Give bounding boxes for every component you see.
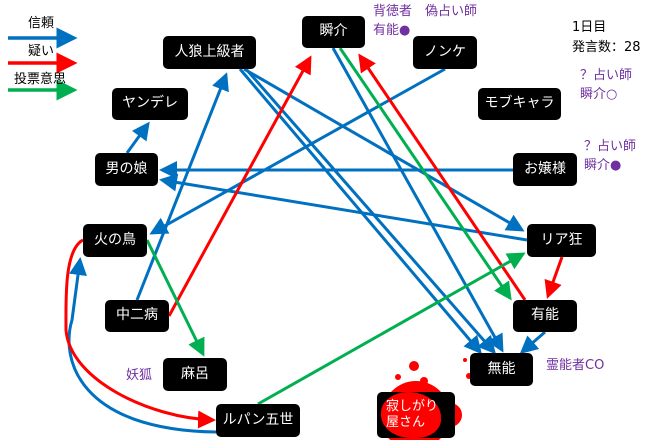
legend-doubt-label: 疑い (28, 44, 55, 59)
node-label: 有能 (531, 307, 559, 324)
node-label: モブキャラ (484, 95, 555, 112)
node-label: 瞬介 (319, 23, 348, 40)
vote-edge-hinotori-to-maro (145, 239, 205, 357)
node-chuni: 中二病 (105, 300, 169, 332)
node-otokonoko: 男の娘 (95, 153, 158, 186)
doubt-edge-yuno-to-shunsuke (358, 53, 527, 301)
maro-role: 妖狐 (126, 368, 153, 383)
ojousama-role: ？占い師 (584, 139, 637, 154)
trust-edge-jinro-to-muno (238, 68, 482, 355)
node-label: 麻呂 (181, 365, 209, 382)
vote-edge-lupin-to-riakyo (257, 252, 526, 406)
node-jinro: 人狼上級者 (163, 36, 256, 69)
blood-splatter (463, 358, 467, 362)
trust-edge-yuno-to-muno (519, 330, 546, 354)
legend-trust-label: 信頼 (28, 16, 55, 31)
trust-edge-shunsuke-to-muno (331, 47, 504, 353)
trust-edge-jinro-to-muno (244, 68, 496, 355)
ojousama-result: 瞬介● (584, 158, 622, 173)
day-info: 1日目 発言数：28 (572, 18, 641, 58)
node-label: ルパン五世 (222, 411, 294, 428)
trust-edge-riakyo-to-otokonoko (159, 173, 528, 242)
node-label: 無能 (487, 360, 516, 377)
mob-annotation: ？占い師 瞬介○ (580, 66, 632, 104)
vote-edge-shunsuke-to-yuno (338, 47, 512, 301)
node-sabishigari: 寂しがり屋さん (377, 392, 455, 438)
node-yandere: ヤンデレ (112, 88, 188, 120)
legend-vote-label: 投票意思 (14, 72, 67, 87)
node-hinotori: 火の鳥 (83, 224, 147, 257)
node-mob: モブキャラ (478, 88, 561, 120)
doubt-edge-riakyo-to-yuno (544, 256, 564, 299)
node-label: 男の娘 (105, 160, 148, 177)
node-label: ノンケ (424, 43, 466, 60)
node-label: お嬢様 (524, 160, 566, 177)
mob-result: 瞬介○ (580, 87, 618, 102)
node-ojousama: お嬢様 (513, 153, 577, 186)
shunsuke-result: 有能● (373, 23, 411, 38)
node-label: 人狼上級者 (174, 43, 245, 60)
node-muno: 無能 (470, 353, 533, 386)
node-nonke: ノンケ (413, 36, 477, 69)
blood-splatter (409, 361, 419, 371)
shunsuke-annotation: 背徳者 偽占い師 有能● (373, 2, 477, 40)
node-lupin: ルパン五世 (216, 404, 300, 437)
doubt-edge-chuni-to-shunsuke (167, 55, 312, 317)
node-maro: 麻呂 (163, 358, 227, 391)
blood-splatter (395, 374, 401, 380)
node-yuno: 有能 (513, 300, 577, 332)
shunsuke-role: 背徳者 偽占い師 (373, 4, 478, 19)
node-label: 寂しがり屋さん (386, 398, 439, 430)
node-label: 火の鳥 (94, 231, 136, 248)
node-shunsuke: 瞬介 (302, 16, 365, 48)
speech-count: 発言数：28 (572, 40, 641, 55)
blood-splatter (420, 377, 428, 385)
node-label: リア狂 (540, 231, 583, 248)
node-riakyo: リア狂 (527, 224, 596, 257)
muno-role: 霊能者CO (546, 358, 605, 373)
day-label: 1日目 (572, 20, 607, 35)
node-label: ヤンデレ (122, 95, 178, 112)
trust-edge-lupin-to-hinotori (67, 257, 217, 434)
mob-role: ？占い師 (580, 68, 633, 83)
trust-edge-nonke-to-hinotori (149, 67, 446, 235)
doubt-edge-hinotori-to-lupin (64, 238, 216, 429)
trust-edge-chuni-to-jinro (135, 72, 229, 301)
node-label: 中二病 (116, 307, 158, 324)
ojousama-annotation: ？占い師 瞬介● (584, 137, 636, 175)
trust-edge-otokonoko-to-yandere (125, 121, 150, 154)
